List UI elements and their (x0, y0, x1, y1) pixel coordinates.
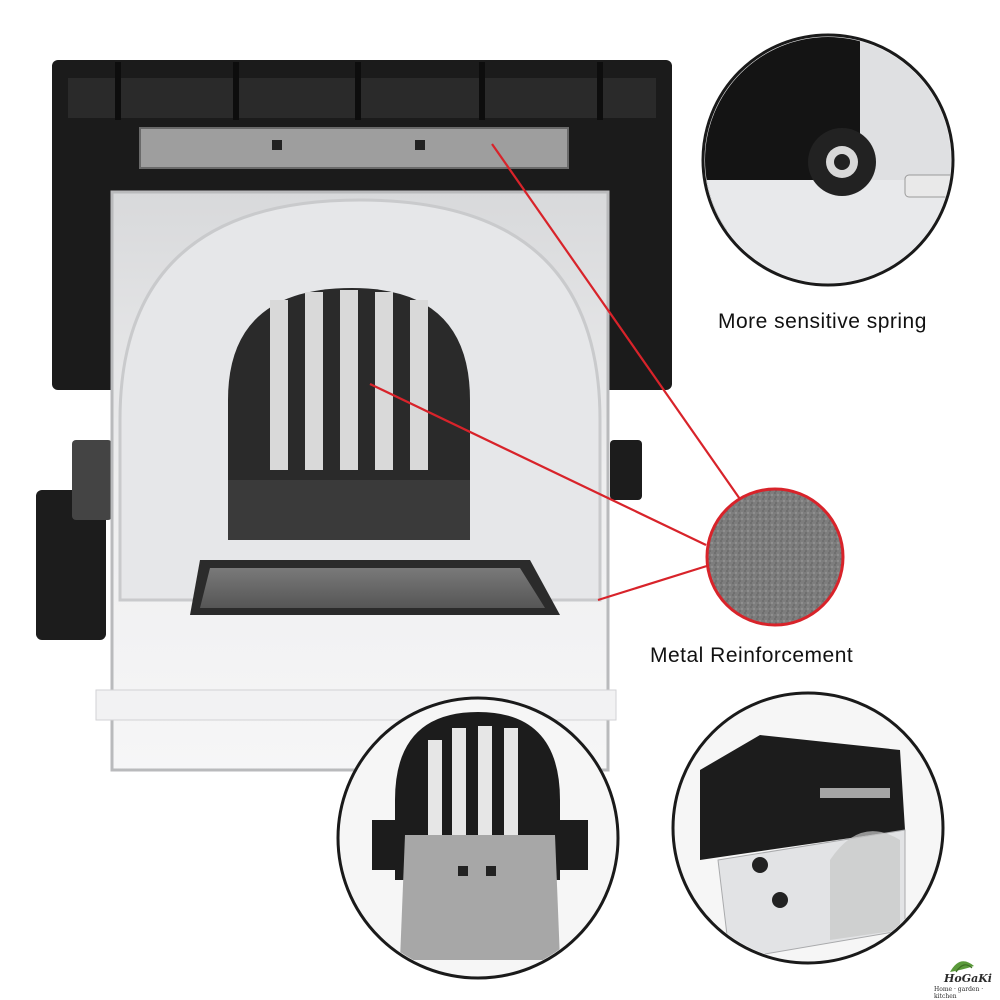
spring-zoom-circle (701, 33, 955, 287)
sideview-zoom-circle (671, 691, 945, 965)
brand-logo (950, 961, 974, 973)
spring-label: More sensitive spring (718, 310, 927, 333)
brand-name: HoGaKi (944, 972, 992, 985)
metal-plate (139, 127, 569, 169)
brand-tagline: Home · garden · kitchen (934, 986, 984, 1000)
door-zoom-circle (336, 696, 620, 980)
callout-lines (369, 143, 743, 602)
inner-tunnel (190, 288, 560, 615)
metal-reinforcement-label: Metal Reinforcement (650, 644, 854, 667)
metal-zoom-circle (705, 487, 845, 627)
